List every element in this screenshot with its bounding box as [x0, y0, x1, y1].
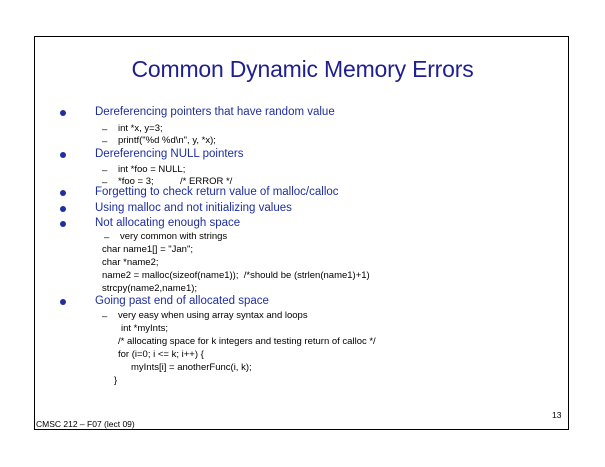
- code-line: name2 = malloc(sizeof(name1)); /*should …: [102, 270, 370, 281]
- dash-marker: –: [102, 177, 108, 188]
- sub-item: *foo = 3; /* ERROR */: [118, 176, 233, 187]
- dash-marker: –: [102, 124, 108, 135]
- bullet-item-3: Forgetting to check return value of mall…: [95, 186, 339, 198]
- code-line: }: [114, 375, 118, 386]
- code-line: strcpy(name2,name1);: [102, 283, 198, 294]
- bullet-item-2: Dereferencing NULL pointers: [95, 148, 244, 160]
- dash-marker: –: [104, 232, 110, 243]
- sub-item: int *x, y=3;: [118, 123, 163, 134]
- dash-marker: –: [102, 311, 108, 322]
- sub-item: int *foo = NULL;: [118, 164, 186, 175]
- code-line: char *name2;: [102, 257, 159, 268]
- bullet-dot: [60, 299, 66, 305]
- bullet-dot: [60, 190, 66, 196]
- dash-marker: –: [102, 136, 108, 147]
- bullet-item-4: Using malloc and not initializing values: [95, 202, 292, 214]
- bullet-dot: [60, 152, 66, 158]
- bullet-dot: [60, 206, 66, 212]
- slide-frame: [34, 36, 569, 430]
- sub-item: very easy when using array syntax and lo…: [118, 310, 308, 321]
- bullet-item-5: Not allocating enough space: [95, 217, 241, 229]
- bullet-dot: [60, 110, 66, 116]
- bullet-dot: [60, 221, 66, 227]
- footer-course: CMSC 212 – F07 (lect 09): [36, 419, 135, 429]
- page-number: 13: [552, 410, 562, 420]
- code-line: int *myInts;: [121, 323, 168, 334]
- code-line: char name1[] = "Jan";: [102, 244, 193, 255]
- code-line: /* allocating space for k integers and t…: [118, 336, 376, 347]
- dash-marker: –: [102, 165, 108, 176]
- bullet-item-1: Dereferencing pointers that have random …: [95, 106, 335, 118]
- code-line: myInts[i] = anotherFunc(i, k);: [131, 362, 252, 373]
- sub-item: very common with strings: [120, 231, 228, 242]
- sub-item: printf("%d %d\n", y, *x);: [118, 135, 216, 146]
- slide-title: Common Dynamic Memory Errors: [131, 56, 474, 82]
- code-line: for (i=0; i <= k; i++) {: [118, 349, 204, 360]
- bullet-item-6: Going past end of allocated space: [95, 295, 269, 307]
